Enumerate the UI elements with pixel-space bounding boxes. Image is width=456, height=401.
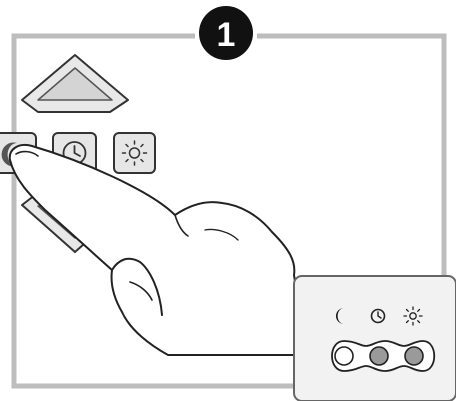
- day-indicator: [405, 347, 423, 365]
- step-badge: 1: [195, 6, 257, 60]
- hand-illustration: [10, 145, 300, 355]
- night-indicator: [335, 347, 353, 365]
- inset-panel: [294, 276, 456, 401]
- step-number: 1: [217, 16, 236, 54]
- up-arrow-button[interactable]: [22, 55, 128, 112]
- day-mode-button[interactable]: [114, 133, 155, 173]
- timer-indicator: [370, 347, 388, 365]
